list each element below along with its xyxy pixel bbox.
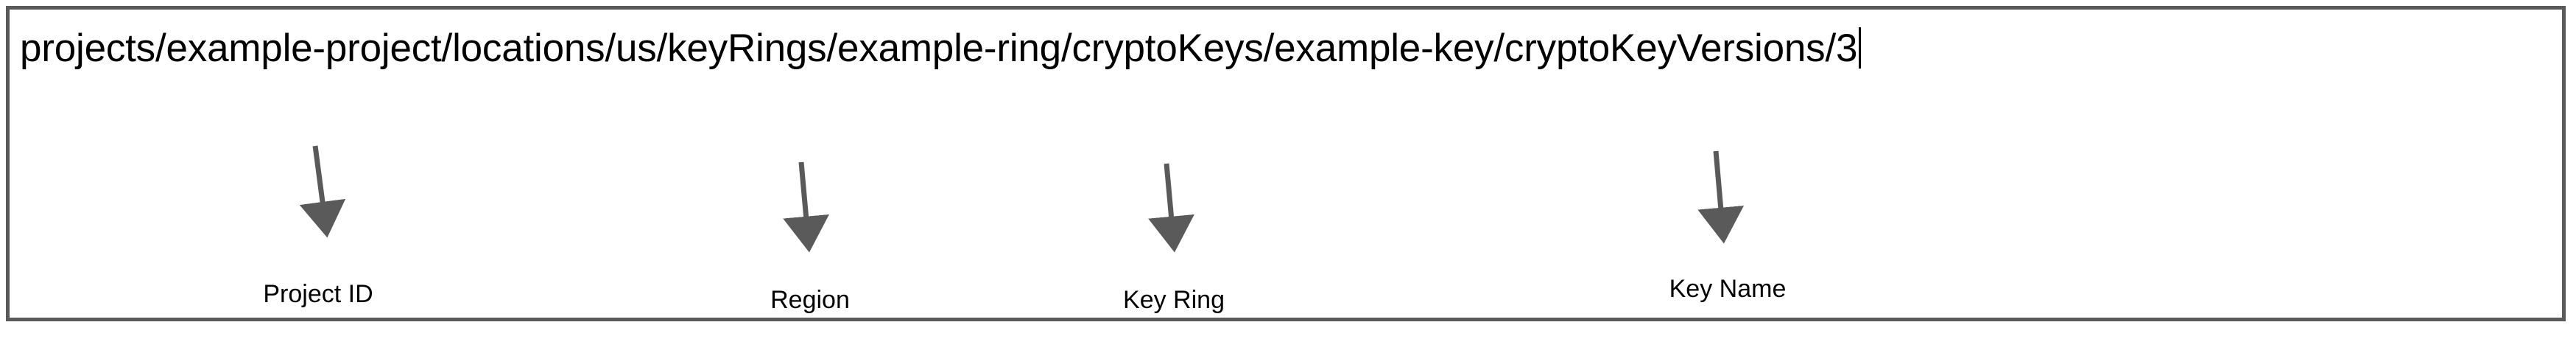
- callout-label-key-ring: Key Ring: [1123, 286, 1225, 314]
- resource-path-field[interactable]: projects/example-project/locations/us/ke…: [20, 21, 1862, 74]
- resource-path-panel: projects/example-project/locations/us/ke…: [6, 6, 2566, 321]
- callout-label-project-id: Project ID: [263, 280, 373, 308]
- resource-path-text: projects/example-project/locations/us/ke…: [20, 26, 1858, 70]
- text-caret: [1859, 27, 1862, 69]
- callout-label-key-name: Key Name: [1669, 275, 1787, 303]
- callout-label-region: Region: [770, 286, 850, 314]
